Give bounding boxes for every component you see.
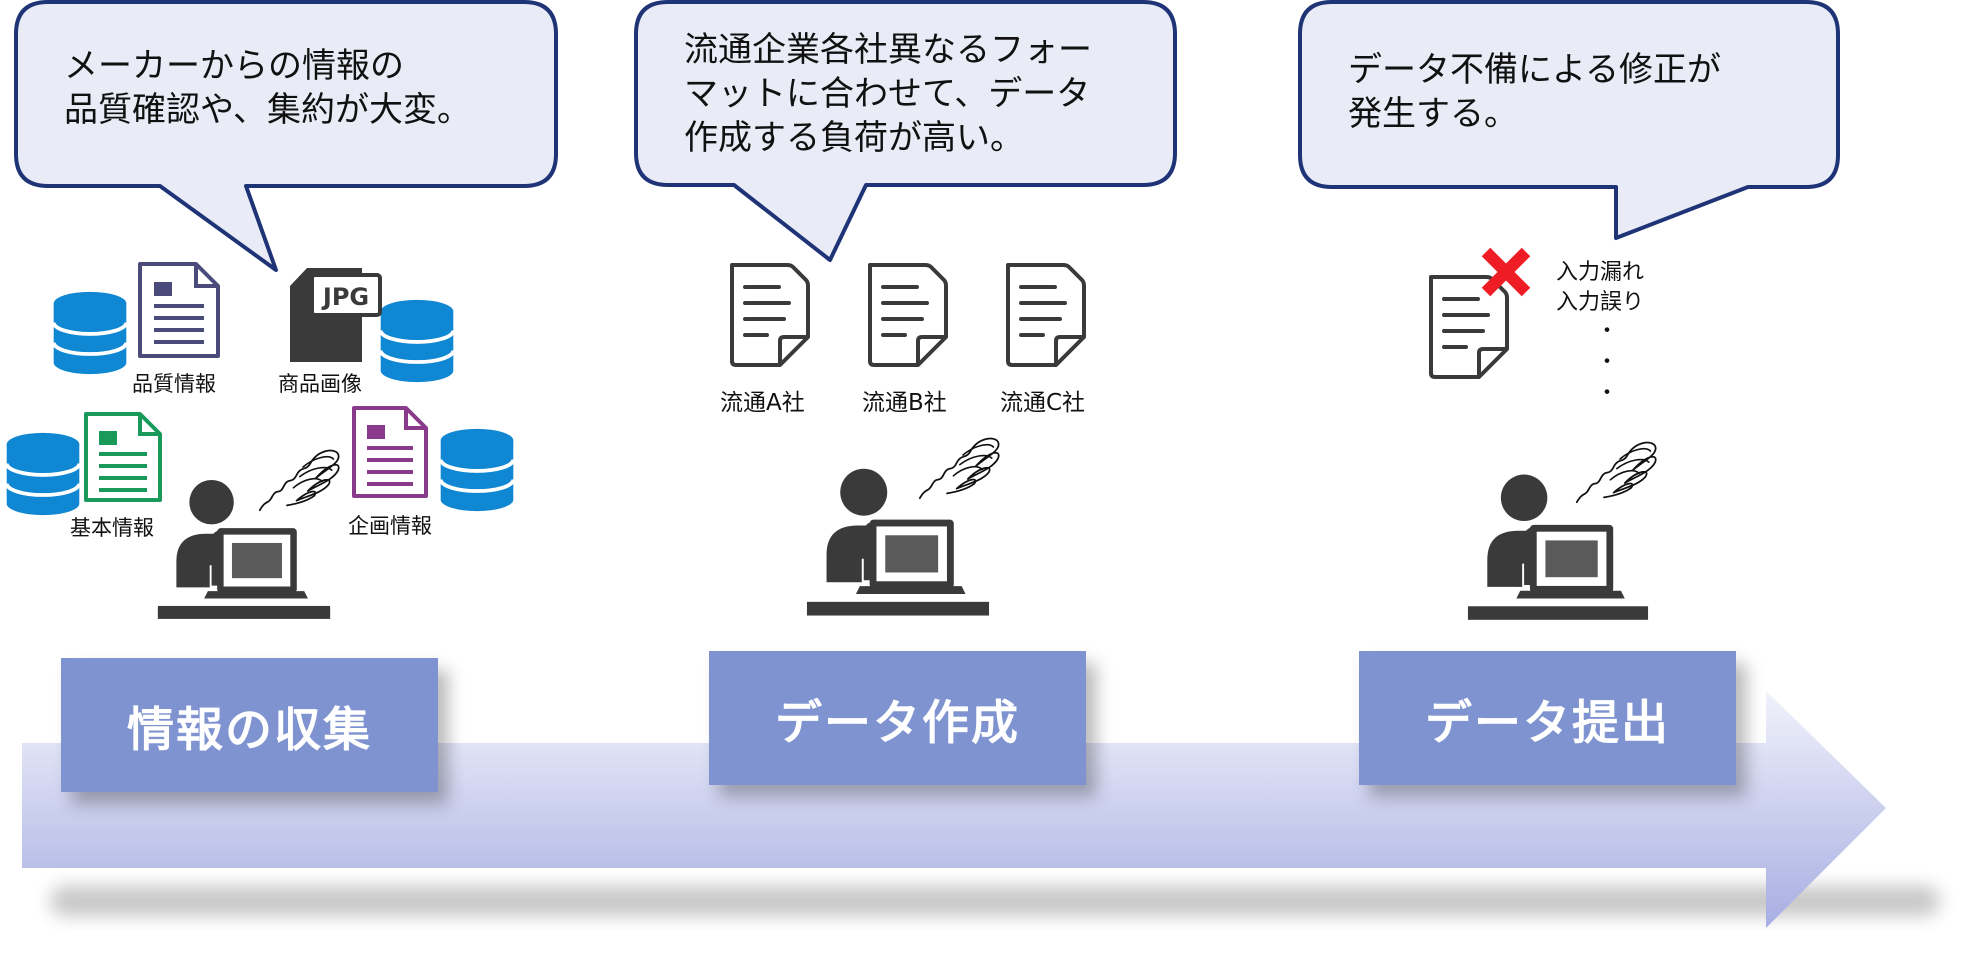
document-icon [870,265,946,365]
database-icon [378,298,456,384]
caption-company-c: 流通C社 [1000,390,1086,416]
document-icon [732,265,808,365]
stage-box-submit: データ提出 [1359,651,1736,785]
speech-bubble-create [634,0,1177,262]
database-icon [438,427,516,513]
jpg-label: JPG [321,283,369,311]
caption-basic-info: 基本情報 [70,516,154,540]
stage-box-collect: 情報の収集 [61,658,438,792]
planning-document-icon [352,406,428,498]
database-icon [51,290,129,376]
document-icon [1008,265,1084,365]
error-cross-icon [1481,247,1531,297]
speech-bubble-collect [14,0,558,272]
quality-document-icon [138,262,220,358]
note-input-error: 入力誤り [1556,290,1645,315]
caption-planning-info: 企画情報 [348,514,432,538]
caption-quality-info: 品質情報 [132,372,216,396]
person-at-computer-icon [1467,474,1649,620]
database-icon [4,431,82,517]
document-icon [1431,277,1507,377]
jpg-image-icon: JPG [290,268,382,362]
caption-company-b: 流通B社 [862,390,947,416]
bubble-text-submit: データ不備による修正が 発生する。 [1348,50,1721,135]
basic-document-icon [84,412,162,502]
stage-label-create: データ作成 [775,695,1020,751]
stage-box-create: データ作成 [709,651,1086,785]
bubble-text-create: 流通企業各社異なるフォー マットに合わせて、データ 作成する負荷が高い。 [684,30,1092,159]
stage-label-submit: データ提出 [1425,695,1670,751]
timeline-arrow-shadow [50,886,1940,916]
stage-label-collect: 情報の収集 [127,702,372,758]
note-input-omission: 入力漏れ [1556,260,1645,285]
worry-scribble-icon [258,449,340,512]
caption-company-a: 流通A社 [720,390,805,416]
caption-product-image: 商品画像 [278,372,362,396]
worry-scribble-icon [918,437,1000,500]
worry-scribble-icon [1575,441,1657,504]
note-ellipsis-dots: ・ ・ ・ [1595,319,1618,406]
bubble-text-collect: メーカーからの情報の 品質確認や、集約が大変。 [64,46,471,131]
speech-bubble-submit [1298,0,1840,240]
